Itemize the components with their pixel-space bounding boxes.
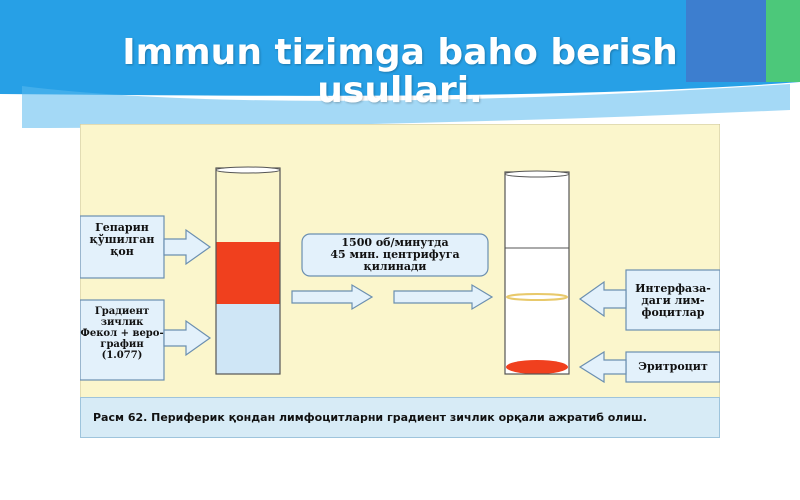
figure-caption-text: Расм 62. Периферик қондан лимфоцитларни … <box>93 411 647 424</box>
gradient-medium-box <box>80 299 165 381</box>
arrow-gradient-to-tube <box>163 319 212 357</box>
slide-title-line-1: Immun tizimga baho berish <box>122 32 678 73</box>
banner-shape <box>0 0 800 96</box>
centrifuge-line-1: 1500 об/минутда <box>341 236 449 249</box>
heparin-blood-line-2: қўшилган <box>89 233 155 246</box>
gradient-medium-line-4: графин <box>100 339 144 350</box>
erythrocyte-sediment <box>506 360 568 374</box>
slide-title: Immun tizimga baho berish usullari. <box>60 34 740 110</box>
heparin-blood-box <box>80 215 165 279</box>
interphase-lymphocyte-ring <box>506 293 568 301</box>
tube-after-centrifugation <box>504 170 570 375</box>
centrifuge-label: 1500 об/минутда 45 мин. центрифуга қилин… <box>302 237 488 273</box>
blood-layer <box>216 242 280 304</box>
figure-background <box>80 124 720 438</box>
arrow-heparin-to-tube <box>163 228 212 266</box>
erythrocyte-label: Эритроцит <box>626 361 720 373</box>
medium-layer <box>216 304 280 374</box>
arrow-interphase-to-tube <box>578 280 627 318</box>
heparin-blood-label: Гепарин қўшилган қон <box>80 222 164 258</box>
interphase-line-2: даги лим- <box>641 294 705 307</box>
separated-medium <box>505 248 569 368</box>
tube-rim <box>504 170 570 178</box>
erythrocyte-box <box>625 351 720 383</box>
gradient-medium-line-1: Градиент <box>94 306 150 317</box>
interphase-line-3: фоцитлар <box>641 306 705 319</box>
slide-title-line-2: usullari. <box>317 70 483 111</box>
centrifuge-box <box>301 233 489 277</box>
figure-caption: Расм 62. Периферик қондан лимфоцитларни … <box>80 397 720 438</box>
gradient-medium-line-2: зичлик <box>100 317 144 328</box>
heparin-blood-line-3: қон <box>110 245 134 258</box>
tube-rim <box>215 166 281 174</box>
interphase-box <box>625 269 720 331</box>
interphase-label: Интерфаза- даги лим- фоцитлар <box>626 283 720 319</box>
gradient-medium-line-3: Фекол + веро- <box>80 328 164 339</box>
accent-green-bar <box>766 0 800 82</box>
heparin-blood-line-1: Гепарин <box>95 221 149 234</box>
centrifuge-line-3: қилинади <box>363 260 427 273</box>
accent-blue-bar <box>686 0 766 82</box>
arrow-centrifugation-1 <box>291 283 374 311</box>
gradient-medium-label: Градиент зичлик Фекол + веро- графин (1.… <box>80 306 164 361</box>
arrow-erythrocyte-to-tube <box>578 350 627 384</box>
lymphocyte-separation-figure <box>80 124 720 438</box>
centrifuge-line-2: 45 мин. центрифуга <box>330 248 460 261</box>
tube-before-centrifugation <box>215 166 281 375</box>
gradient-medium-line-5: (1.077) <box>101 350 143 361</box>
arrow-centrifugation-2 <box>393 283 494 311</box>
banner-wave <box>22 84 790 128</box>
interphase-line-1: Интерфаза- <box>635 282 711 295</box>
erythrocyte-text: Эритроцит <box>638 360 708 373</box>
